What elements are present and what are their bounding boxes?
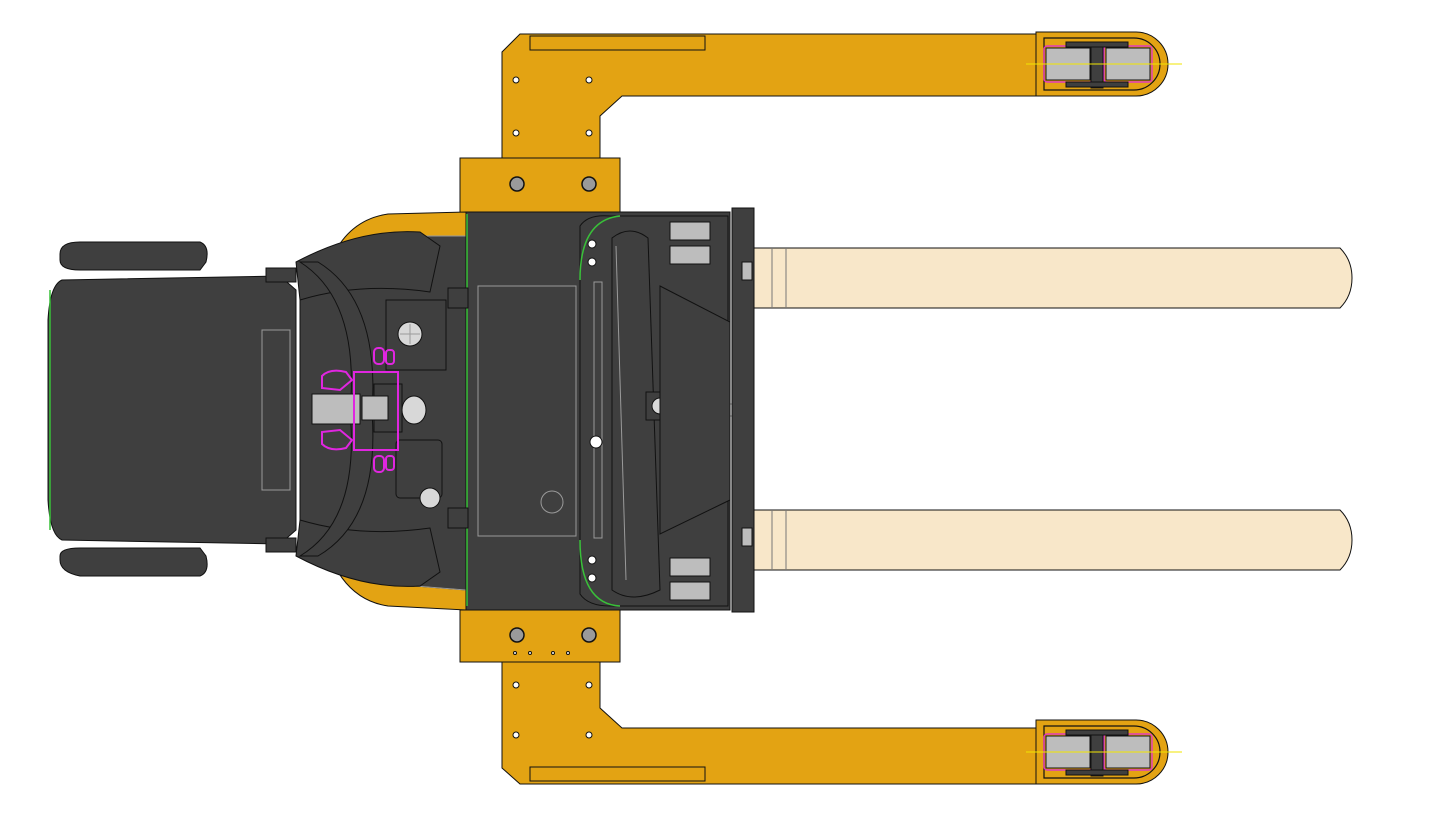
lower-outrigger-leg (501, 661, 1041, 785)
upper-load-wheel (1026, 31, 1182, 97)
upper-chassis-block (459, 157, 621, 215)
lower-load-wheel (1026, 719, 1182, 785)
mast-plate (731, 207, 755, 613)
upper-outrigger-leg (501, 33, 1041, 161)
reach-carriage (579, 215, 741, 607)
operator-seat (47, 241, 297, 577)
lower-fork (753, 509, 1353, 571)
lower-chassis-block (459, 609, 621, 663)
control-levers (321, 347, 399, 473)
upper-fork (753, 247, 1353, 309)
